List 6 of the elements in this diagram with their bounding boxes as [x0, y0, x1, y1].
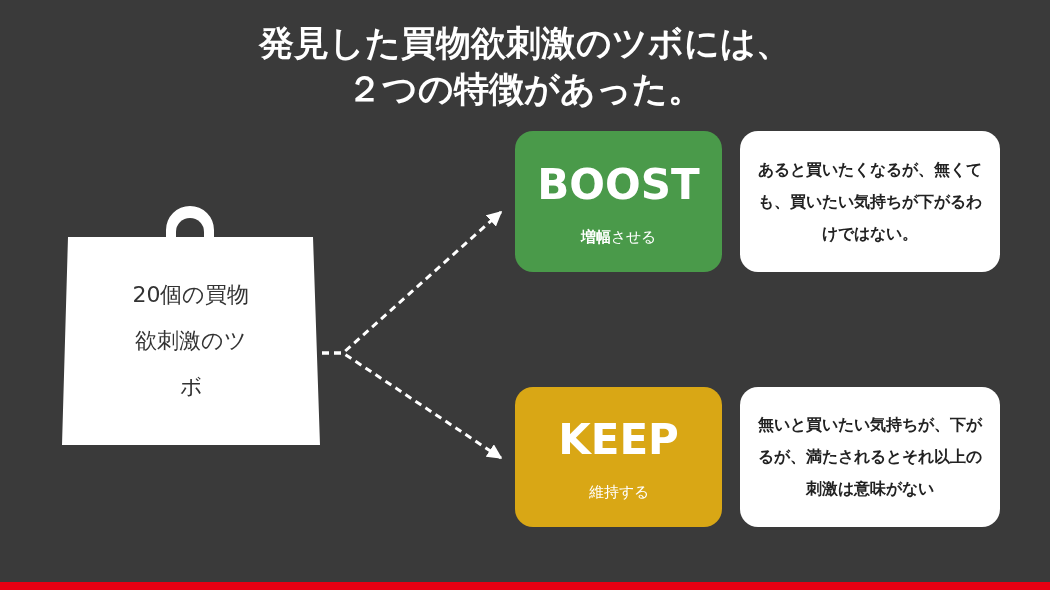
description-box: あると買いたくなるが、無くても、買いたい気持ちが下がるわけではない。	[740, 131, 1000, 272]
label-box: BOOST 増幅させる	[515, 131, 722, 272]
description-box: 無いと買いたい気持ちが、下がるが、満たされるとそれ以上の刺激は意味がない	[740, 387, 1000, 527]
arrow	[322, 351, 503, 460]
title: 発見した買物欲刺激のツボには、２つの特徴があった。	[257, 22, 792, 111]
label-box: KEEP 維持する	[515, 387, 722, 527]
